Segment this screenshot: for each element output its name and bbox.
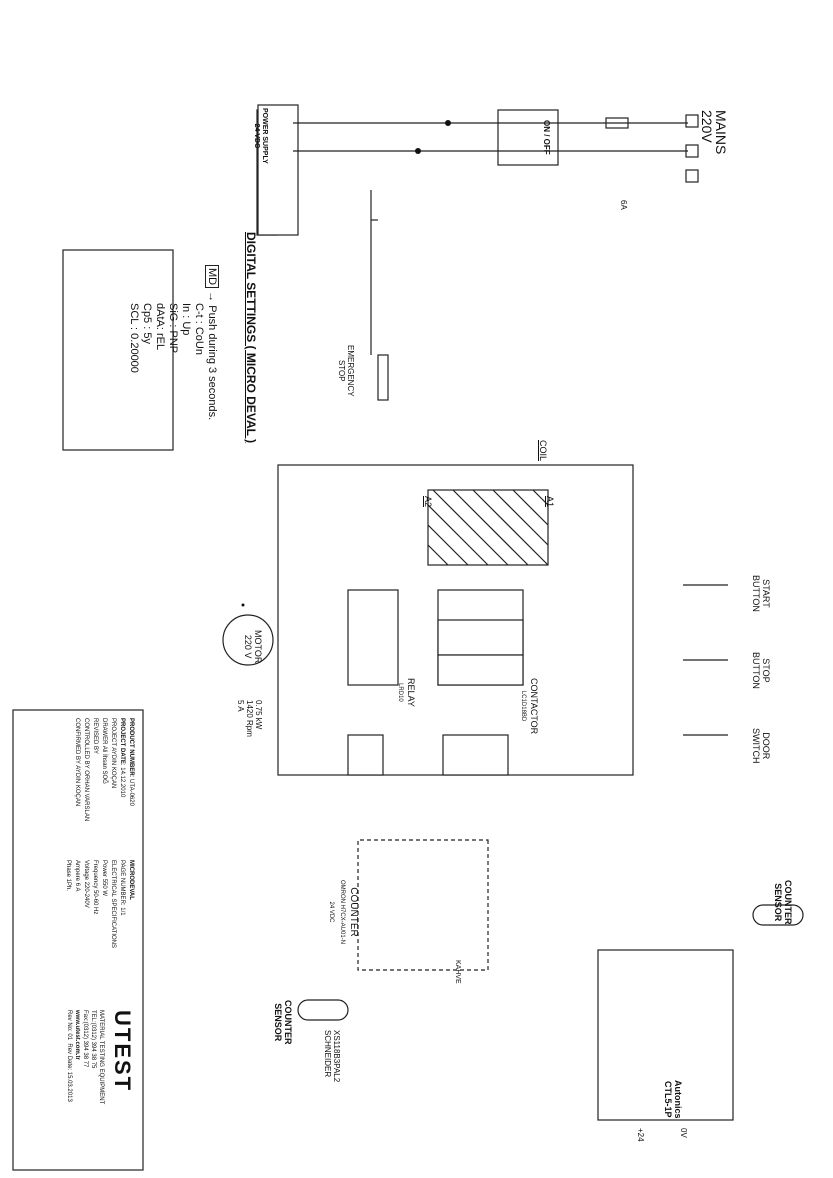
power-supply-frame xyxy=(257,104,299,236)
counter-box xyxy=(357,839,489,971)
relay-95-96 xyxy=(347,734,384,776)
coil-hatch xyxy=(427,489,549,566)
mains-L-terminal xyxy=(685,114,699,128)
counter-sensor-top xyxy=(752,904,804,926)
coil-a2-label: A2 xyxy=(423,496,433,508)
autonics-ctl xyxy=(597,949,734,1121)
on-off-label: ON / OFF xyxy=(542,120,551,155)
settings-text: MD → Push during 3 seconds. C-t : CoUn I… xyxy=(127,265,219,420)
fuse-label: 6A xyxy=(619,200,628,210)
settings-title: DIGITAL SETTINGS ( MICRO DEVAL ) xyxy=(244,232,258,444)
title-block-text: PRODUCT NUMBER: UTA-0620 PROJECT DATE: 1… xyxy=(74,718,134,822)
title-block xyxy=(12,709,144,1171)
mains-PE-terminal xyxy=(685,169,699,183)
emergency-stop xyxy=(377,354,389,401)
counter-sensor-bottom xyxy=(297,999,349,1021)
kahve-label: KAHVE xyxy=(454,960,461,984)
md-key: MD xyxy=(205,265,219,289)
contactor-L3 xyxy=(437,654,524,686)
relay xyxy=(347,589,399,686)
title-block-spec: MICRODEVAL PAGE NUMBER: 1/1 ELECTRICAL S… xyxy=(65,860,134,949)
motor xyxy=(222,614,274,666)
zero-v-label: 0V xyxy=(679,1128,688,1138)
aux-contact-13-14 xyxy=(442,734,509,776)
plus24-label: +24 xyxy=(636,1128,645,1142)
coil-label: COIL xyxy=(538,440,548,462)
settings-box xyxy=(62,249,174,451)
coil-a1-label: A1 xyxy=(545,496,555,508)
company-logo: UTEST xyxy=(110,1010,135,1093)
company-info: MATERIAL TESTING EQUIPMENT TEL:(0312) 39… xyxy=(66,1010,104,1105)
